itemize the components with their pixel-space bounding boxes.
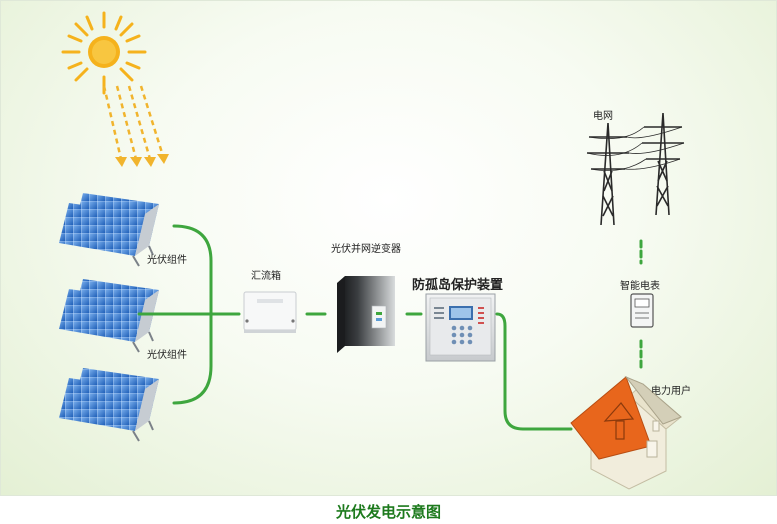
anti-islanding-device-icon: [425, 293, 496, 362]
grid-label: 电网: [593, 111, 613, 122]
house-icon: [570, 375, 682, 490]
diagram-graphics: [59, 11, 685, 490]
smart-meter-label: 智能电表: [620, 281, 660, 292]
solar-panel-array-3: [59, 368, 159, 442]
pv-module-label-2: 光伏组件: [147, 350, 187, 361]
sun-icon: [61, 11, 147, 95]
wires: [137, 224, 643, 431]
inverter-label: 光伏并网逆变器: [331, 244, 401, 255]
combiner-box-icon: [243, 291, 297, 333]
solar-panel-array-2: [59, 279, 159, 353]
combiner-box-label: 汇流箱: [251, 271, 281, 282]
inverter-icon: [337, 276, 395, 353]
solar-panel-array-1: [59, 193, 159, 267]
power-user-label: 电力用户: [651, 386, 691, 397]
diagram-canvas: 光伏组件 光伏组件 汇流箱 光伏并网逆变器 防孤岛保护装置 电网 智能电表 电力…: [0, 0, 777, 496]
anti-islanding-label: 防孤岛保护装置: [412, 278, 504, 293]
smart-meter-icon: [630, 293, 654, 328]
diagram-caption: 光伏发电示意图: [335, 503, 441, 521]
pv-module-label-1: 光伏组件: [147, 255, 187, 266]
power-tower-icon: [586, 112, 685, 226]
sunlight-rays: [102, 85, 169, 167]
